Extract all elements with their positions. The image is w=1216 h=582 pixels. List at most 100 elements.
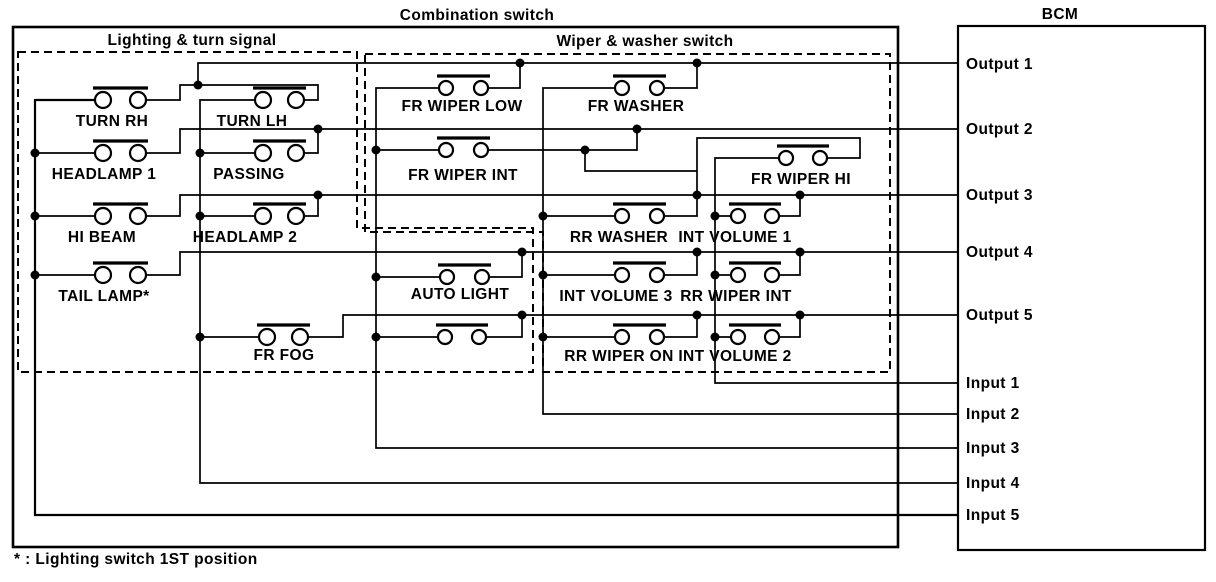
wire-taps-input5 [35,152,95,276]
wire-output4-risers [489,252,801,278]
bcm-input-2-label: Input 2 [966,406,1020,423]
switch-rr-wiper-on [613,323,666,346]
contact-icon [437,141,455,159]
wire-output1-risers [488,63,698,89]
junction-dots [30,58,805,342]
wire-output1-turn-lh-bridge [198,84,319,101]
contact-icon [470,328,488,346]
bcm-box [956,24,1207,552]
label-hi-beam: HI BEAM [68,229,136,246]
switch-turn-lh [253,86,306,110]
bcm-output-1-label: Output 1 [966,56,1033,73]
junction-dot [30,211,40,221]
bcm-output-4-label: Output 4 [966,244,1033,261]
junction-dot [371,332,381,342]
switch-int-volume-3 [613,261,666,284]
contact-icon [437,79,455,97]
junction-dot [692,247,702,257]
wire-taps-input2 [543,215,615,338]
bcm-input-1-label: Input 1 [966,375,1020,392]
wire-output5-risers [486,315,801,338]
contact-icon [286,206,306,226]
contact-icon [93,206,113,226]
wire-output3-risers [304,137,861,217]
label-turn-rh: TURN RH [76,113,149,130]
contact-icon [128,90,148,110]
switch-headlamp-1 [93,139,148,163]
label-passing: PASSING [213,166,284,183]
contact-icon [93,90,113,110]
junction-dot [195,148,205,158]
section-lighting-label: Lighting & turn signal [108,32,277,49]
switch-passing [253,139,306,163]
contact-icon [613,328,631,346]
contact-icon [253,206,273,226]
section-wiper-label: Wiper & washer switch [556,33,733,50]
label-rr-wiper-on: RR WIPER ON [564,348,673,365]
label-tail-lamp: TAIL LAMP* [58,288,150,305]
switch-turn-rh [93,86,148,110]
switch-int-volume-1 [729,202,781,225]
contact-icon [763,207,781,225]
label-int-volume-1: INT VOLUME 1 [678,229,791,246]
label-int-volume-3: INT VOLUME 3 [559,288,672,305]
bcm-output-3-label: Output 3 [966,187,1033,204]
junction-dot [371,272,381,282]
contact-icon [286,143,306,163]
junction-dot [538,211,548,221]
switch-hi-beam [93,202,148,226]
switch-fr-wiper-hi [777,144,829,167]
contact-icon [128,206,148,226]
diagram-title: Combination switch [400,7,554,24]
contact-icon [253,143,273,163]
wire-output-2 [146,128,958,154]
label-auto-light: AUTO LIGHT [411,286,510,303]
combination-switch-box [11,25,900,549]
contact-icon [648,207,666,225]
label-fr-wiper-hi: FR WIPER HI [751,171,851,188]
junction-dot [517,247,527,257]
junction-dot [710,270,720,280]
label-rr-washer: RR WASHER [570,229,668,246]
junction-dot [795,310,805,320]
footnote: * : Lighting switch 1ST position [14,551,258,568]
junction-dot [632,124,642,134]
contact-icon [472,79,490,97]
contact-icon [257,327,277,347]
wire-input-4-bus [199,99,958,484]
contact-icon [436,328,454,346]
bcm-input-4-label: Input 4 [966,475,1020,492]
junction-dot [515,58,525,68]
junction-dot [692,58,702,68]
contact-icon [729,266,747,284]
switch-fr-fog [257,323,310,347]
junction-dot [371,145,381,155]
contact-icon [253,90,273,110]
junction-dot [538,332,548,342]
wire-output-1 [146,62,958,101]
junction-dot [538,270,548,280]
switch-tail-lamp [93,261,148,285]
wire-output2-risers [304,129,697,172]
wire-input-2-bus [542,87,958,415]
contact-icon [286,90,306,110]
label-headlamp-1: HEADLAMP 1 [52,166,156,183]
junction-dot [313,190,323,200]
junction-dot [193,80,203,90]
label-turn-lh: TURN LH [217,113,288,130]
wire-output-5 [308,314,958,338]
junction-dot [30,270,40,280]
switch-fr-washer [613,74,666,97]
switch-headlamp-2 [253,202,306,226]
label-headlamp-2: HEADLAMP 2 [193,229,297,246]
bcm-title: BCM [1042,6,1079,23]
label-fr-wiper-int: FR WIPER INT [408,167,518,184]
switch-rr-washer [613,202,666,225]
junction-dot [517,310,527,320]
contact-icon [763,266,781,284]
bcm-input-5-label: Input 5 [966,507,1020,524]
wire-input-3-bus [375,87,958,449]
contact-icon [648,266,666,284]
contact-icon [93,265,113,285]
